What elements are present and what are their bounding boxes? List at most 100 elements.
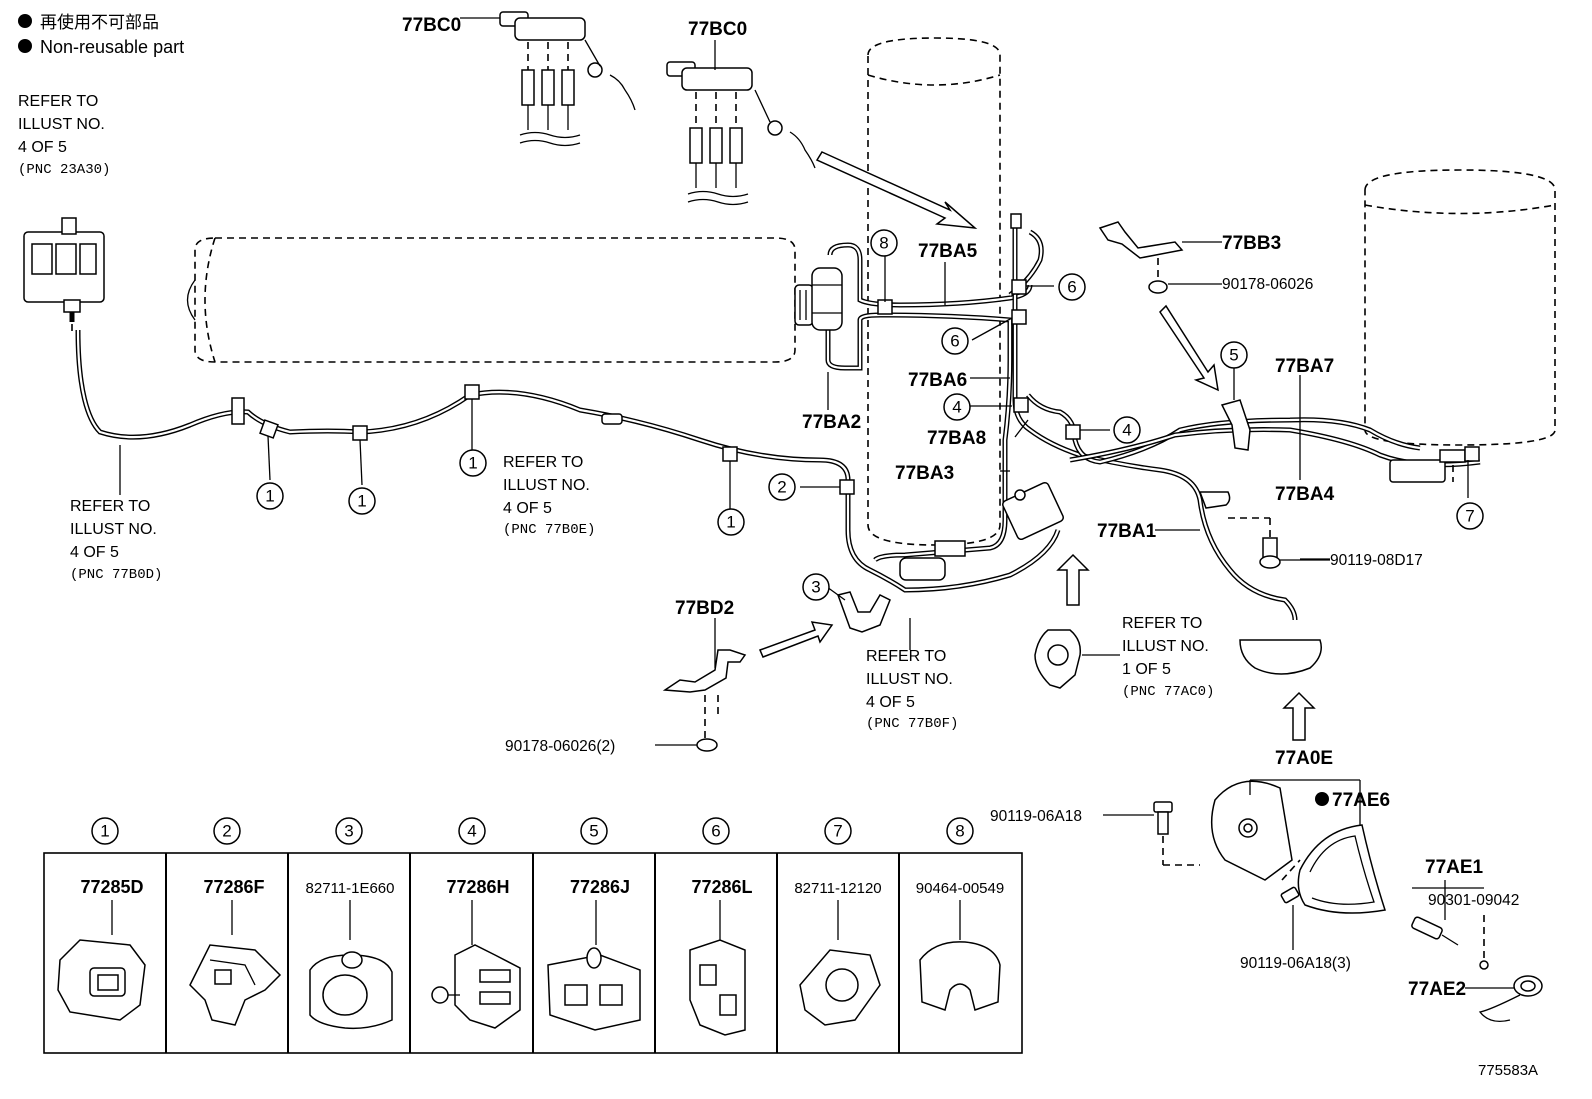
label-77a0e: 77A0E — [1275, 748, 1333, 769]
note-line: REFER TO — [503, 454, 583, 471]
check-valve-part — [899, 540, 966, 581]
svg-text:7: 7 — [1465, 507, 1474, 526]
svg-text:2: 2 — [777, 478, 786, 497]
note-line: 4 OF 5 — [503, 500, 552, 517]
clip-82711-1e660-drawing — [309, 951, 393, 1030]
label-90119-06a18: 90119-06A18 — [990, 808, 1082, 825]
table-col-3-part: 82711-1E660 — [306, 880, 395, 897]
injector-rail-b — [666, 61, 816, 206]
svg-text:3: 3 — [344, 822, 353, 841]
direction-arrows — [758, 151, 1316, 741]
callout-6: 6 — [941, 327, 969, 355]
table-col-6-num: 6 — [702, 817, 730, 845]
label-90119-08d17: 90119-08D17 — [1330, 552, 1423, 569]
table-col-4-num: 4 — [458, 817, 486, 845]
note-ref-77b0e: REFER TO ILLUST NO. 4 OF 5 (PNC 77B0E) — [503, 454, 595, 538]
note-line: 4 OF 5 — [70, 544, 119, 561]
callout-6: 6 — [1058, 273, 1086, 301]
right-tank-drawing — [1364, 169, 1556, 446]
table-col-2-num: 2 — [213, 817, 241, 845]
note-line: REFER TO — [866, 648, 946, 665]
solenoid-part — [1002, 481, 1064, 541]
callout-4: 4 — [943, 393, 971, 421]
label-77ae2: 77AE2 — [1408, 979, 1466, 1000]
clip-90464-00549-drawing — [919, 941, 1001, 1011]
note-line: (PNC 77B0E) — [503, 522, 595, 538]
svg-text:1: 1 — [265, 487, 274, 506]
leader-lines — [119, 17, 1514, 989]
bracket-77ba1-mount — [1198, 491, 1281, 569]
svg-text:1: 1 — [357, 492, 366, 511]
clip-77286j-drawing — [547, 947, 641, 1031]
label-77ba6: 77BA6 — [908, 370, 967, 391]
fuel-filter-part — [811, 267, 843, 331]
callout-1: 1 — [256, 482, 284, 510]
svg-text:5: 5 — [1229, 346, 1238, 365]
bracket-77bb3 — [1098, 221, 1184, 294]
svg-text:3: 3 — [811, 578, 820, 597]
table-col-8-num: 8 — [946, 817, 974, 845]
svg-text:2: 2 — [222, 822, 231, 841]
fuel-inlet-box-assembly — [1153, 780, 1386, 914]
note-line: 4 OF 5 — [866, 694, 915, 711]
note-ref-77b0d: REFER TO ILLUST NO. 4 OF 5 (PNC 77B0D) — [70, 498, 162, 583]
fuel-lid-part — [1239, 639, 1322, 675]
callout-7: 7 — [1456, 502, 1484, 530]
note-line: ILLUST NO. — [1122, 638, 1209, 655]
callout-1: 1 — [348, 487, 376, 515]
label-77bc0-b: 77BC0 — [688, 19, 747, 40]
illustration-number: 775583A — [1478, 1062, 1538, 1079]
note-line: (PNC 77B0F) — [866, 716, 958, 732]
svg-text:6: 6 — [1067, 278, 1076, 297]
legend-en-text: Non-reusable part — [40, 37, 184, 57]
callout-1: 1 — [459, 449, 487, 477]
table-col-1-num: 1 — [91, 817, 119, 845]
note-line: ILLUST NO. — [18, 116, 105, 133]
fuel-cap-77ae2 — [1478, 975, 1543, 1023]
note-line: 4 OF 5 — [18, 139, 67, 156]
label-77ba5: 77BA5 — [918, 241, 978, 262]
pressure-sensor-part — [1034, 629, 1082, 689]
callout-5: 5 — [1220, 341, 1248, 369]
label-77bc0-a: 77BC0 — [402, 15, 461, 36]
note-line: ILLUST NO. — [503, 477, 590, 494]
label-77ba4: 77BA4 — [1275, 484, 1335, 505]
label-90178-06026: 90178-06026 — [1222, 276, 1313, 293]
svg-text:6: 6 — [950, 332, 959, 351]
note-line: ILLUST NO. — [866, 671, 953, 688]
bracket-clamp-3 — [837, 591, 891, 633]
vertical-tank-drawing — [867, 37, 1001, 546]
svg-text:7: 7 — [833, 822, 842, 841]
note-line: (PNC 77B0D) — [70, 567, 162, 583]
part-labels: 77BC0 77BC0 77BA5 77BA2 77BA6 77BA8 77BA… — [402, 15, 1538, 1079]
right-regulator-part — [1389, 449, 1466, 483]
table-col-7-part: 82711-12120 — [794, 880, 881, 897]
valve-77ae1 — [1411, 915, 1489, 970]
injector-rail-a — [499, 11, 636, 147]
label-77ae1: 77AE1 — [1425, 857, 1484, 878]
clip-77286h-drawing — [431, 944, 521, 1029]
callout-2: 2 — [768, 473, 796, 501]
note-ref-77b0f: REFER TO ILLUST NO. 4 OF 5 (PNC 77B0F) — [866, 648, 958, 732]
note-line: 1 OF 5 — [1122, 661, 1171, 678]
label-77ba7: 77BA7 — [1275, 356, 1334, 377]
clip-parts-table: 1 2 3 4 5 6 7 8 77285D 77286F 82711-1E66… — [43, 817, 1023, 1054]
note-line: REFER TO — [18, 93, 98, 110]
label-77bd2: 77BD2 — [675, 598, 734, 619]
note-line: (PNC 77AC0) — [1122, 684, 1214, 700]
label-90301-09042: 90301-09042 — [1428, 892, 1519, 909]
bracket-clamp-5 — [1220, 399, 1251, 451]
table-col-4-part: 77286H — [446, 877, 509, 897]
legend-jp-text: 再使用不可部品 — [40, 12, 159, 32]
pressure-regulator-part — [23, 217, 105, 332]
table-col-5-part: 77286J — [570, 877, 630, 897]
table-col-2-part: 77286F — [203, 877, 264, 897]
label-90119-06a18-3: 90119-06A18(3) — [1240, 955, 1351, 972]
table-col-7-num: 7 — [824, 817, 852, 845]
svg-text:4: 4 — [1122, 421, 1131, 440]
svg-text:1: 1 — [468, 454, 477, 473]
note-line: REFER TO — [1122, 615, 1202, 632]
table-col-6-part: 77286L — [691, 877, 752, 897]
svg-text:5: 5 — [589, 822, 598, 841]
label-77ba3: 77BA3 — [895, 463, 954, 484]
